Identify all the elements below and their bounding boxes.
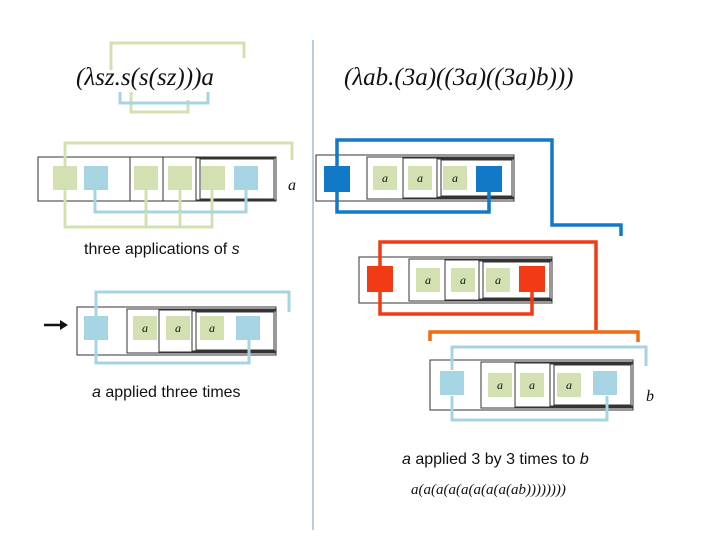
a-tile xyxy=(373,166,397,190)
svg-text:a: a xyxy=(417,171,423,185)
svg-text:a: a xyxy=(142,321,148,335)
z-param-tile xyxy=(84,316,108,340)
b-param-tile xyxy=(324,166,350,192)
formula-binding-brackets xyxy=(109,41,246,114)
top-machine-wires xyxy=(63,141,294,229)
left-formula: (λsz.s(s(sz)))a xyxy=(76,64,214,91)
caption-three-applications: three applications of s xyxy=(84,241,240,258)
svg-text:a: a xyxy=(382,171,388,185)
b-param-tile xyxy=(440,371,464,395)
machine-2: a a a xyxy=(358,240,640,342)
b-usage-tile xyxy=(519,266,545,292)
caption-a-applied-three-times: a applied three times xyxy=(92,384,241,401)
z-usage-tile xyxy=(236,316,260,340)
right-formula: (λab.(3a)((3a)((3a)b))) xyxy=(344,64,573,91)
a-tile xyxy=(486,268,510,292)
z-param-tile xyxy=(84,166,108,190)
s-usage-tile xyxy=(168,166,192,190)
machine-3: a a a xyxy=(429,345,648,422)
a-tile xyxy=(443,166,467,190)
svg-text:a: a xyxy=(425,273,431,287)
s-usage-tile xyxy=(134,166,158,190)
bottom-machine-wires xyxy=(94,290,291,365)
a-tile xyxy=(451,268,475,292)
b-usage-tile xyxy=(476,166,502,192)
right-panel: (λab.(3a)((3a)((3a)b))) a a a xyxy=(315,64,654,498)
a-tile xyxy=(133,316,157,340)
svg-text:a: a xyxy=(495,273,501,287)
b-usage-tile xyxy=(593,371,617,395)
top-machine xyxy=(37,141,294,229)
a-tile xyxy=(408,166,432,190)
a-tile xyxy=(166,316,190,340)
left-panel: (λsz.s(s(sz)))a a three appl xyxy=(37,41,296,401)
argument-a-label: a xyxy=(288,177,296,194)
a-tile xyxy=(200,316,224,340)
machine-1: a a a xyxy=(315,138,623,236)
a-tile xyxy=(488,373,512,397)
expansion-formula: a(a(a(a(a(a(a(a(ab)))))))) xyxy=(411,482,566,498)
svg-text:a: a xyxy=(566,378,572,392)
svg-text:a: a xyxy=(452,171,458,185)
z-usage-tile xyxy=(234,166,258,190)
svg-text:a: a xyxy=(497,378,503,392)
orange-bracket xyxy=(428,330,640,342)
argument-b-label: b xyxy=(646,388,654,405)
caption-a-applied-3-by-3: a applied 3 by 3 times to b xyxy=(402,451,589,468)
s-usage-tile xyxy=(201,166,225,190)
s-param-tile xyxy=(53,166,77,190)
bottom-machine: a a a xyxy=(76,290,291,365)
svg-text:a: a xyxy=(175,321,181,335)
a-tile xyxy=(416,268,440,292)
a-tile xyxy=(520,373,544,397)
svg-text:a: a xyxy=(529,378,535,392)
right-arrow-icon xyxy=(44,320,68,330)
svg-text:a: a xyxy=(460,273,466,287)
svg-text:a: a xyxy=(209,321,215,335)
b-param-tile xyxy=(367,266,393,292)
a-tile xyxy=(557,373,581,397)
